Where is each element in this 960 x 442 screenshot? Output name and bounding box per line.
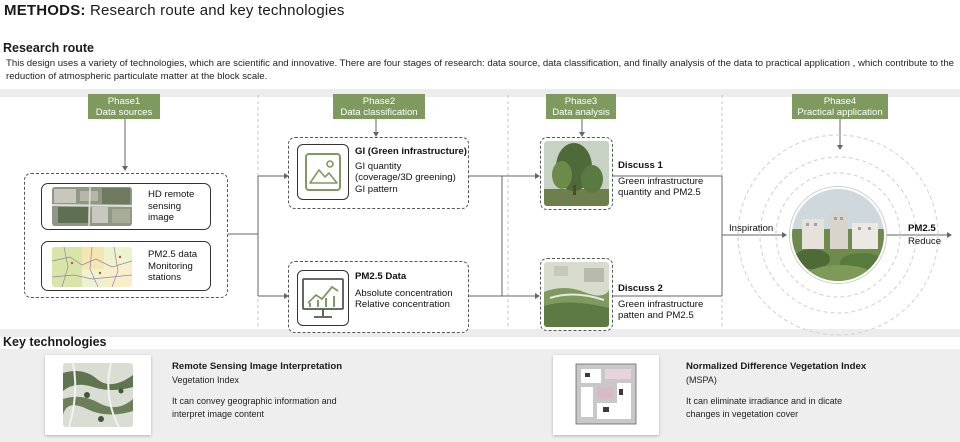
ndvi-description: It can eliminate irradiance and in dicat… (686, 396, 843, 419)
pm25-reduce-label: PM2.5 Reduce (908, 223, 942, 247)
inspiration-label: Inspiration (729, 223, 774, 234)
ndvi-card (553, 355, 659, 435)
monitoring-map-thumb (52, 247, 132, 287)
research-route-intro: This design uses a variety of technologi… (6, 58, 954, 82)
chart-monitor-icon (302, 278, 344, 318)
tree-photo (544, 141, 609, 206)
remote-sensing-title: Remote Sensing Image Interpretation (172, 361, 343, 372)
discuss2-photo-frame (540, 258, 613, 331)
discuss1-photo-frame (540, 137, 613, 210)
discuss1-text: Discuss 1 Green infrastructure quantity … (618, 160, 704, 198)
pm25-icon-frame (297, 270, 349, 326)
application-rings (737, 134, 939, 336)
remote-sensing-description: It can convey geographic information and… (172, 396, 337, 419)
gi-classification-box: GI (Green infrastructure) GI quantity (c… (288, 137, 469, 209)
remote-sensing-subtitle: Vegetation Index (172, 375, 240, 385)
page-title: METHODS: Research route and key technolo… (4, 2, 345, 19)
ndvi-subtitle: (MSPA) (686, 375, 717, 385)
block-scale-photo (790, 187, 886, 283)
remote-sensing-card (45, 355, 151, 435)
satellite-image-thumb (52, 187, 132, 226)
mspa-map-image (573, 361, 639, 427)
discuss2-text: Discuss 2 Green infrastructure patten an… (618, 283, 704, 321)
diagram-bottom-band (0, 329, 960, 337)
gi-icon-frame (297, 144, 349, 200)
research-route-heading: Research route (3, 41, 95, 55)
vegetation-index-image (63, 363, 133, 427)
key-technologies-band (0, 349, 960, 442)
ndvi-title: Normalized Difference Vegetation Index (686, 361, 867, 372)
pm25-classification-box: PM2.5 Data Absolute concentration Relati… (288, 261, 469, 333)
park-photo (544, 262, 609, 327)
image-icon (305, 153, 341, 191)
diagram-top-band (0, 89, 960, 97)
key-technologies-heading: Key technologies (3, 335, 107, 349)
